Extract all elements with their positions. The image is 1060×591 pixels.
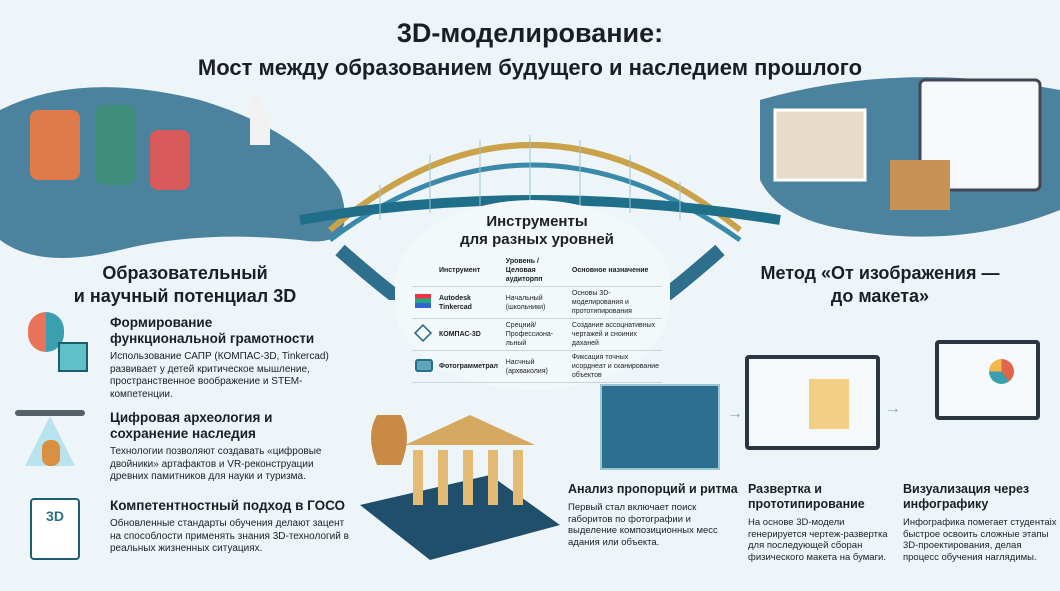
drone-scan-icon bbox=[10, 410, 90, 475]
rocket-icon bbox=[245, 90, 270, 145]
right-section-heading: Метод «От изображения —до макета» bbox=[760, 263, 1000, 306]
brain-cube-icon bbox=[28, 312, 88, 377]
page-title: 3D-моделирование: bbox=[396, 18, 664, 48]
temple-tablet-illustration bbox=[360, 415, 560, 560]
arrow-right-icon: → bbox=[885, 400, 901, 417]
camera-icon bbox=[415, 358, 433, 372]
table-title: Инструменты bbox=[486, 213, 588, 230]
monitor-unfold-icon bbox=[745, 355, 880, 450]
tinkercad-logo-icon bbox=[415, 294, 431, 308]
building-photo-icon bbox=[773, 108, 867, 182]
students-icon bbox=[30, 110, 80, 180]
arrow-right-icon: → bbox=[727, 405, 743, 422]
list-item: Цифровая археология и сохранение наследи… bbox=[110, 410, 322, 482]
certificate-3d-icon: 3D bbox=[30, 498, 80, 560]
page-subtitle: Мост между образованием будущего и насле… bbox=[197, 55, 863, 80]
kompas-cube-icon bbox=[413, 323, 433, 343]
infographic-monitor-icon bbox=[935, 340, 1040, 420]
blueprint-icon bbox=[600, 384, 720, 470]
amphora-icon bbox=[371, 415, 407, 465]
